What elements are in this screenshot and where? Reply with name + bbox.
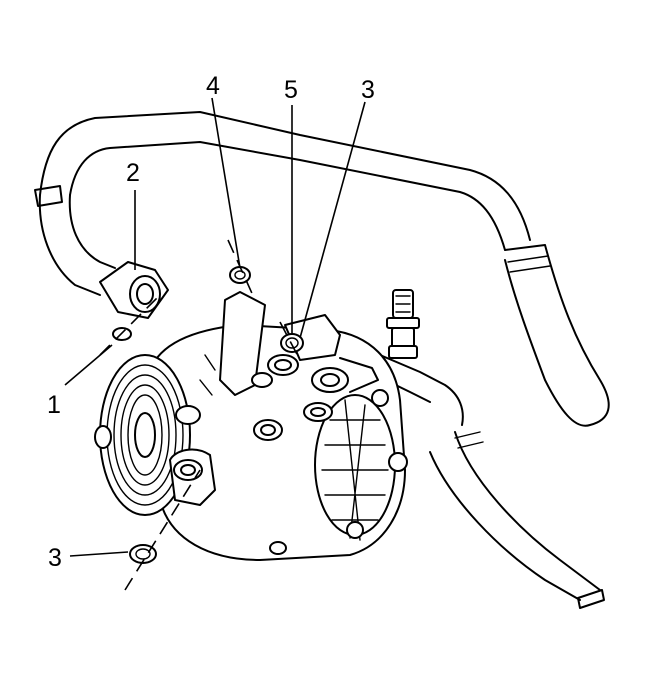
hose-assembly [34,111,610,609]
service-port-fitting [386,289,420,359]
callout-labels: 1 2 3 3 4 5 [47,72,375,572]
callout-3-lower: 3 [48,544,62,572]
callout-3-upper: 3 [361,76,375,104]
hose-manifold-block [99,261,169,319]
callout-1: 1 [47,391,61,419]
alignment-lines [99,239,301,591]
callout-5: 5 [284,76,298,104]
callout-2: 2 [126,159,140,187]
ac-compressor [94,291,408,561]
callout-leaders [64,97,366,557]
callout-4: 4 [206,72,220,100]
